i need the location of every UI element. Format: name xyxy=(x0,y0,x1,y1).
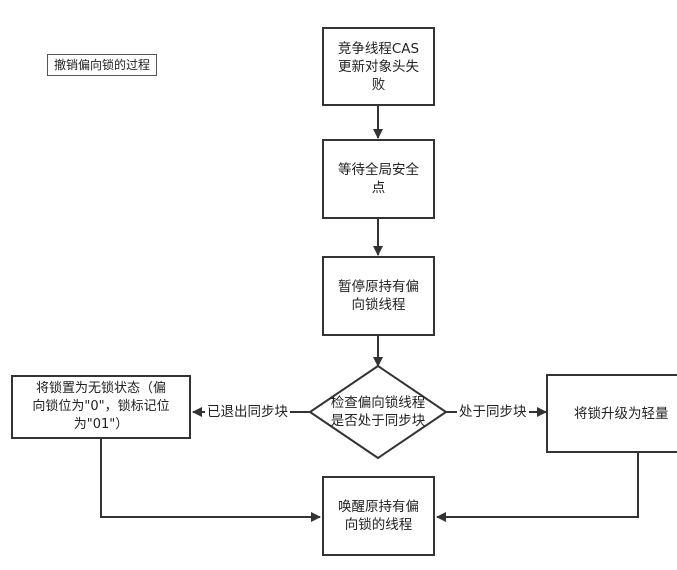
edge-label-in-sync: 处于同步块 xyxy=(457,403,529,421)
arrow-upgrade-to-wake xyxy=(436,452,639,522)
node-wake-thread: 唤醒原持有偏 向锁的线程 xyxy=(322,476,435,556)
edge-label-exited-sync: 已退出同步块 xyxy=(205,403,290,421)
node-set-unlocked: 将锁置为无锁状态（偏 向锁位为"0"，锁标记位 为"01"） xyxy=(11,375,191,439)
arrow-unlocked-to-wake xyxy=(100,439,321,522)
node-cas-fail: 竞争线程CAS 更新对象头失 败 xyxy=(322,27,435,106)
node-check-thread: 检查偏向锁线程 是否处于同步块 xyxy=(330,395,426,429)
diagram-title-label: 撤销偏向锁的过程 xyxy=(47,54,158,76)
node-upgrade-light: 将锁升级为轻量 xyxy=(546,374,677,453)
node-wait-safepoint: 等待全局安全 点 xyxy=(322,139,435,219)
decision-diamond xyxy=(308,364,448,460)
node-pause-thread: 暂停原持有偏 向锁线程 xyxy=(322,256,435,336)
